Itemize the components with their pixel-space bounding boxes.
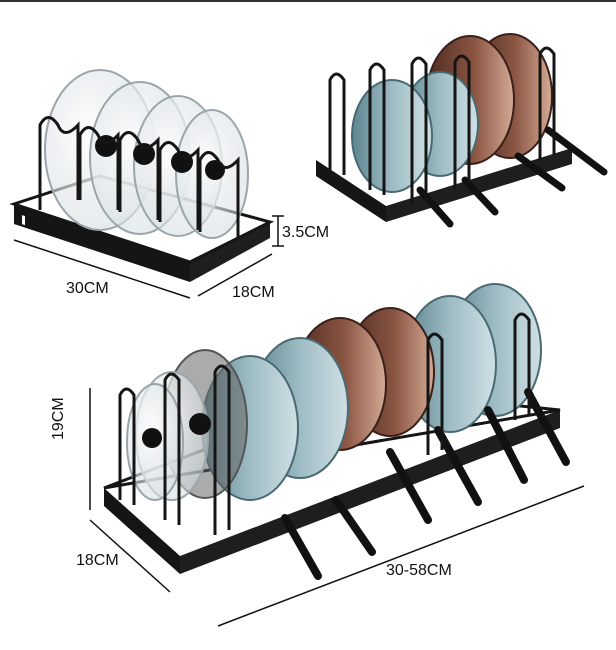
- label-30cm: 30CM: [66, 280, 109, 297]
- top-border: [0, 0, 616, 2]
- lid-rack-small: [9, 69, 284, 299]
- lid-knob: [189, 413, 211, 435]
- label-3-5cm: 3.5CM: [282, 224, 330, 241]
- blue-pan: [351, 79, 433, 193]
- label-18cm-top: 18CM: [232, 284, 275, 301]
- lid-knob: [142, 428, 162, 448]
- lid-knob: [205, 160, 225, 180]
- rack-base-front: [14, 204, 190, 282]
- label-19cm: 19CM: [50, 397, 67, 440]
- rack-base-side: [180, 410, 560, 574]
- pan-rack-large: [89, 283, 585, 627]
- rack-base-side: [190, 222, 270, 282]
- label-18cm-bottom: 18CM: [76, 552, 119, 569]
- rack-base-front: [316, 160, 386, 222]
- pan-rack-small: [316, 33, 608, 228]
- rack-dividers: [38, 116, 240, 238]
- rack-base-front: [104, 488, 180, 574]
- label-30-58cm: 30-58CM: [386, 562, 452, 579]
- dimension-lines: [13, 215, 284, 299]
- rack-dividers: [328, 46, 556, 205]
- pan-handles: [281, 388, 570, 580]
- dimension-lines: [89, 388, 585, 627]
- lid-knob: [133, 143, 155, 165]
- rack-slots: [22, 215, 25, 226]
- rack-dividers: [118, 312, 531, 535]
